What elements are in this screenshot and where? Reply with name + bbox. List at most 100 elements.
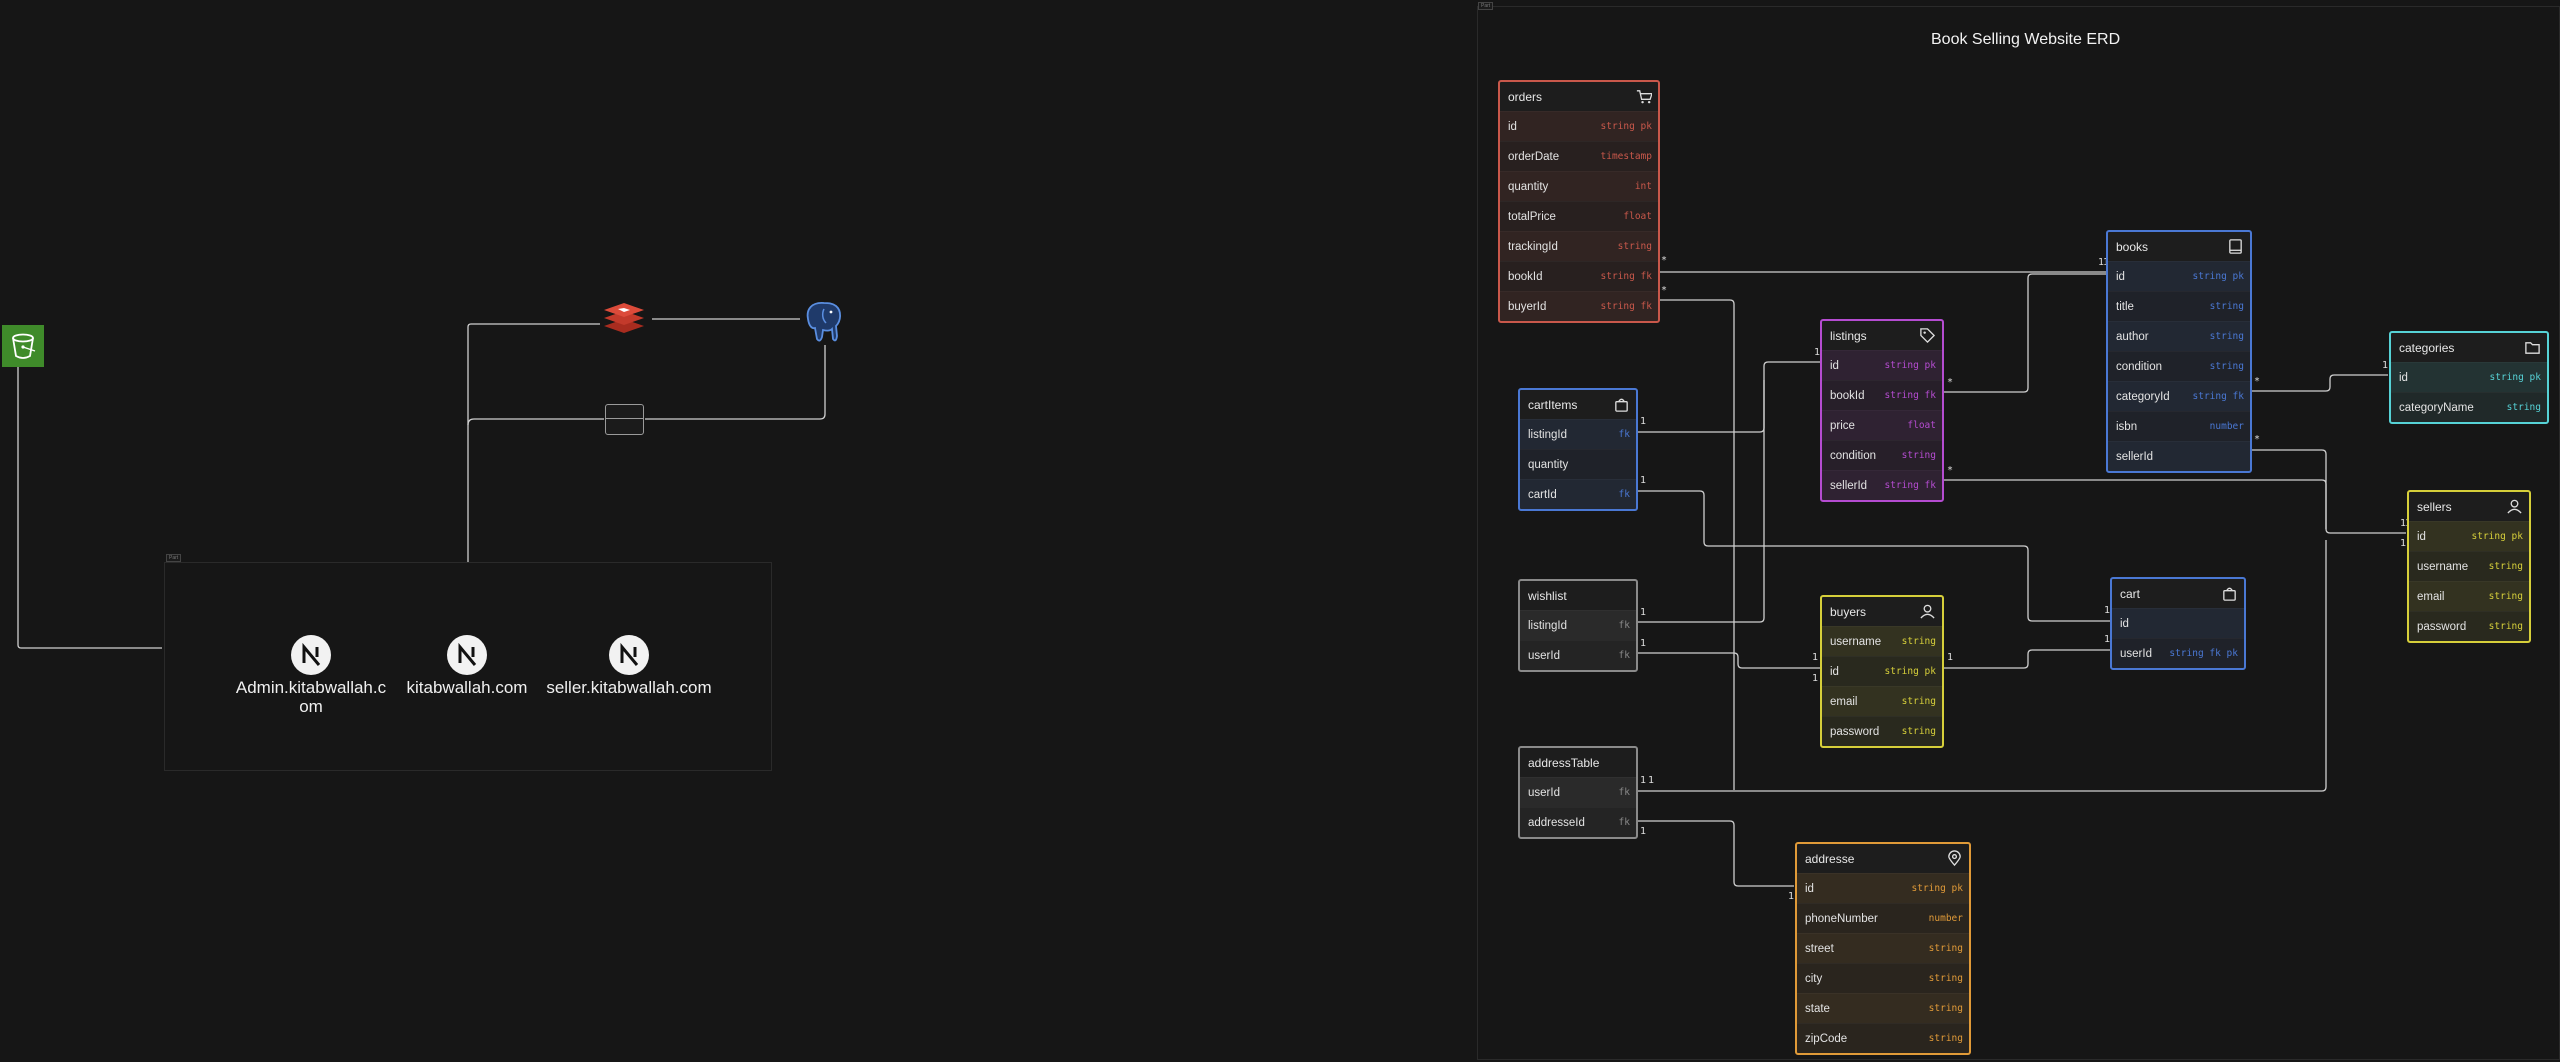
nextjs-icon [291, 635, 331, 675]
addressTable-addresseId-to-addresse [1634, 820, 1794, 887]
table-header: buyers [1822, 597, 1942, 626]
field-type: string [1901, 450, 1936, 461]
redis-stack-icon[interactable] [600, 300, 648, 336]
field-type: string pk [2489, 372, 2541, 383]
apps-frame [164, 562, 772, 771]
field-type: string [1901, 696, 1936, 707]
table-field-row[interactable]: addresseId fk [1520, 807, 1636, 837]
table-field-row[interactable]: listingId fk [1520, 419, 1636, 449]
app-seller[interactable] [608, 634, 650, 676]
card-buyers-id-b: 1 [1812, 673, 1819, 684]
books-categoryId-to-categories [2250, 374, 2388, 392]
field-name: listingId [1528, 428, 1567, 441]
postgres-elephant-icon[interactable] [802, 299, 846, 345]
s3-to-apps-line [17, 360, 162, 649]
field-name: street [1805, 942, 1834, 955]
field-name: condition [2116, 360, 2163, 373]
table-field-row[interactable]: id [2112, 608, 2244, 638]
field-type: fk [1618, 817, 1630, 828]
field-name: id [1830, 665, 1839, 678]
field-name: quantity [1508, 180, 1549, 193]
card-sellers-id-a: 1 [2400, 518, 2407, 529]
table-header: sellers [2409, 492, 2529, 521]
card-buyers-cart: 1 [1947, 652, 1954, 663]
app-main[interactable] [446, 634, 488, 676]
wishlist-userId-to-buyers [1634, 652, 1820, 669]
erd-frame-tag: Part [1478, 2, 1494, 10]
table-field-row[interactable]: sellerId [2108, 441, 2250, 471]
field-type: fk [1618, 429, 1630, 440]
orders-buyerId-line [1657, 299, 1735, 790]
app-seller-label: seller.kitabwallah.com [546, 678, 712, 697]
user-icon [2507, 499, 2522, 514]
field-name: sellerId [2116, 450, 2154, 463]
bucket-icon[interactable] [2, 325, 44, 367]
table-header: cart [2112, 579, 2244, 608]
connector-box[interactable] [605, 404, 644, 435]
card-books-categoryId: * [2254, 376, 2261, 387]
table-field-row[interactable]: street string [1797, 933, 1969, 963]
field-name: password [2417, 620, 2467, 633]
field-type: string [1928, 1033, 1963, 1044]
field-type: string [1928, 943, 1963, 954]
field-type: string [2506, 402, 2541, 413]
app-admin[interactable] [290, 634, 332, 676]
table-field-row[interactable]: quantity [1520, 449, 1636, 479]
field-name: addresseId [1528, 816, 1585, 829]
field-name: userId [1528, 786, 1560, 799]
app-main-label: kitabwallah.com [406, 678, 528, 697]
nextjs-icon [447, 635, 487, 675]
table-title: categories [2399, 340, 2455, 355]
table-header: listings [1822, 321, 1942, 350]
